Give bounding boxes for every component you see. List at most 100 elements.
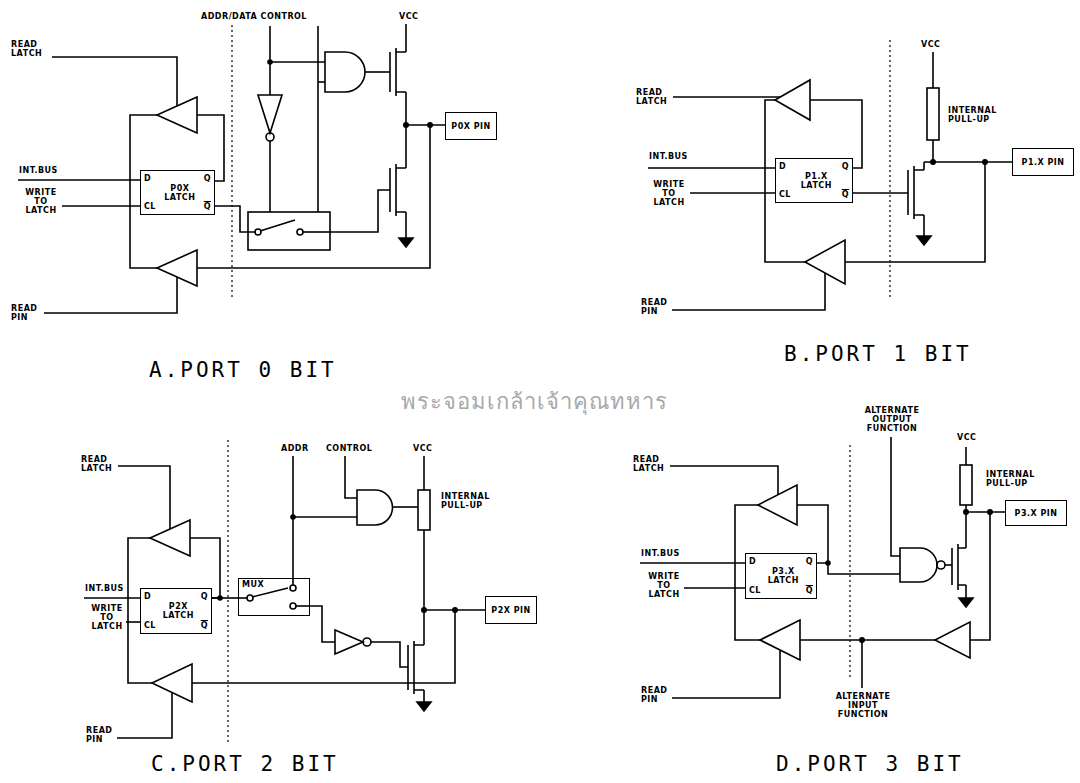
port2-circuit-stroke [290, 603, 296, 609]
signal-label: WRITE TO LATCH [88, 604, 126, 631]
port2-circuit-stroke [408, 641, 424, 702]
port0-circuit-stroke [390, 24, 406, 168]
pin-box: P0X PIN [445, 112, 497, 140]
port0-circuit-stroke [270, 61, 325, 63]
latch-box: DQP3.X LATCHCLQ [745, 553, 817, 599]
port0-circuit-stroke [317, 26, 319, 212]
port3-circuit-stroke [670, 466, 778, 495]
port3-circuit-stroke [935, 622, 970, 658]
port0-circuit-stroke [428, 123, 432, 127]
pin-letter: D [749, 557, 761, 566]
ground-symbol-stroke [417, 702, 431, 711]
port1-circuit-stroke [927, 88, 939, 140]
port1-circuit-stroke [648, 167, 775, 169]
signal-label: READ LATCH [632, 455, 670, 473]
latch-name: P1.X LATCH [791, 172, 842, 190]
port3-circuit-stroke [861, 640, 863, 688]
port0-circuit-stroke [215, 206, 255, 232]
signal-label: ADDR/DATA CONTROL [200, 12, 308, 21]
latch-box: DQP0X LATCHCLQ [140, 170, 215, 215]
signal-label: INT.BUS [640, 549, 681, 558]
port0-circuit-stroke [330, 190, 390, 232]
port3-circuit-stroke [891, 437, 900, 556]
port1-circuit-stroke [931, 160, 935, 164]
port0-circuit-stroke [248, 212, 330, 250]
figure-caption: C.PORT 2 BIT [150, 752, 340, 776]
port1-circuit-stroke [690, 192, 775, 194]
port3-circuit-stroke [900, 548, 937, 582]
port2-circuit-stroke [345, 456, 357, 498]
port0-circuit-stroke [297, 229, 303, 235]
port3-circuit-stroke [828, 563, 900, 574]
pin-name: P3.X PIN [1015, 509, 1058, 518]
signal-label: VCC [920, 40, 941, 49]
port3-circuit-stroke [640, 562, 745, 564]
port3-circuit-stroke [826, 561, 830, 565]
port2-circuit-stroke [453, 608, 457, 612]
port2-circuit-stroke [422, 608, 426, 612]
mux-label: MUX [242, 580, 306, 589]
pin-box: P1.X PIN [1012, 148, 1074, 176]
port2-circuit-stroke [292, 456, 294, 585]
port0-circuit-stroke [303, 231, 330, 233]
port2-circuit-stroke [126, 621, 140, 623]
port3-circuit-stroke [965, 447, 967, 465]
port2-circuit-stroke [392, 506, 418, 508]
pin-name: P2X PIN [491, 606, 530, 615]
signal-label: INTERNAL PULL-UP [947, 106, 1011, 124]
port0-circuit-stroke [365, 71, 390, 73]
port0-circuit [18, 24, 445, 313]
port3-circuit-stroke [966, 511, 1005, 513]
pin-box: P3.X PIN [1005, 500, 1067, 526]
pin-letter: D [144, 592, 156, 601]
watermark: พระจอมเกล้าเจ้าคุณทหาร [400, 388, 669, 416]
pin-letter: Q [204, 202, 211, 211]
port2-circuit-stroke [150, 520, 190, 556]
port2-circuit-stroke [310, 606, 335, 642]
signal-label: READ LATCH [635, 88, 673, 106]
pin-name: P0X PIN [451, 122, 490, 131]
port0-circuit-stroke [268, 60, 272, 64]
port0-circuit-stroke [390, 164, 406, 238]
ground-symbol-stroke [399, 238, 413, 247]
latch-name: P2X LATCH [156, 602, 201, 620]
port0-circuit-stroke [231, 25, 232, 300]
signal-label: VCC [956, 433, 977, 442]
port3-circuit-stroke [800, 639, 935, 641]
port2-circuit-stroke [296, 605, 310, 607]
port3-circuit-stroke [860, 638, 864, 642]
port1-circuit-stroke [924, 52, 1012, 162]
port2-circuit-stroke [371, 642, 408, 667]
port1-circuit-stroke [853, 192, 908, 194]
latch-box: DQP1.X LATCHCLQ [775, 158, 853, 203]
port2-circuit-stroke [335, 630, 363, 654]
signal-label: INTERNAL PULL-UP [985, 470, 1049, 488]
signal-label: WRITE TO LATCH [22, 188, 60, 215]
signal-label: WRITE TO LATCH [645, 572, 683, 599]
figure-caption: A.PORT 0 BIT [148, 358, 338, 382]
port2-circuit-stroke [252, 588, 288, 597]
signal-label: CONTROL [325, 444, 373, 453]
port3-circuit-stroke [970, 512, 990, 640]
port3-circuit-stroke [960, 465, 972, 505]
pin-letter: Q [201, 592, 208, 601]
signal-label: INT.BUS [648, 152, 689, 161]
port1-circuit [648, 40, 1012, 310]
pin-box: P2X PIN [485, 596, 537, 624]
port0-circuit-stroke [258, 95, 282, 133]
pin-letter: Q [201, 621, 208, 630]
signal-label: INT.BUS [84, 584, 125, 593]
port3-circuit [640, 437, 1005, 698]
port0-circuit-stroke [325, 52, 365, 92]
pin-letter: Q [204, 174, 211, 183]
signal-label: INT.BUS [18, 166, 59, 175]
port0-circuit-stroke [44, 277, 177, 313]
signal-label: ALTERNATE INPUT FUNCTION [829, 692, 897, 719]
port2-circuit-stroke [290, 585, 296, 591]
pin-letter: Q [842, 162, 849, 171]
port0-circuit-stroke [255, 229, 261, 235]
port2-circuit-stroke [423, 530, 425, 645]
port2-circuit-stroke [238, 597, 247, 599]
